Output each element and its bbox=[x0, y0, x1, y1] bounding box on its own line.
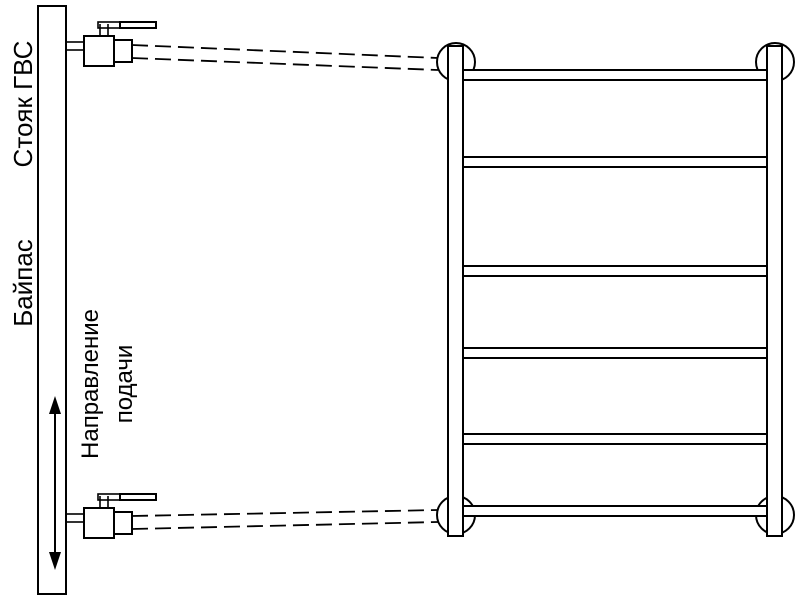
left-upright bbox=[447, 45, 464, 537]
right-upright bbox=[766, 45, 783, 537]
rung-1 bbox=[462, 69, 768, 81]
rung-6 bbox=[462, 505, 768, 517]
direction-label-line2: подачи bbox=[111, 345, 138, 424]
direction-label-line1: Направление bbox=[77, 309, 104, 459]
top-shutoff-valve bbox=[65, 21, 157, 67]
rung-5 bbox=[462, 433, 768, 445]
direction-arrow-icon bbox=[49, 396, 61, 570]
rung-3 bbox=[462, 265, 768, 277]
rung-2 bbox=[462, 156, 768, 168]
heated-towel-rail bbox=[436, 42, 795, 537]
bypass-label: Байпас bbox=[8, 239, 38, 327]
riser-label: Стояк ГВС bbox=[8, 41, 38, 168]
rung-4 bbox=[462, 347, 768, 359]
bottom-return-line bbox=[131, 509, 439, 530]
bottom-shutoff-valve bbox=[65, 493, 157, 539]
riser-pipe bbox=[37, 5, 67, 595]
top-supply-line bbox=[131, 44, 439, 71]
